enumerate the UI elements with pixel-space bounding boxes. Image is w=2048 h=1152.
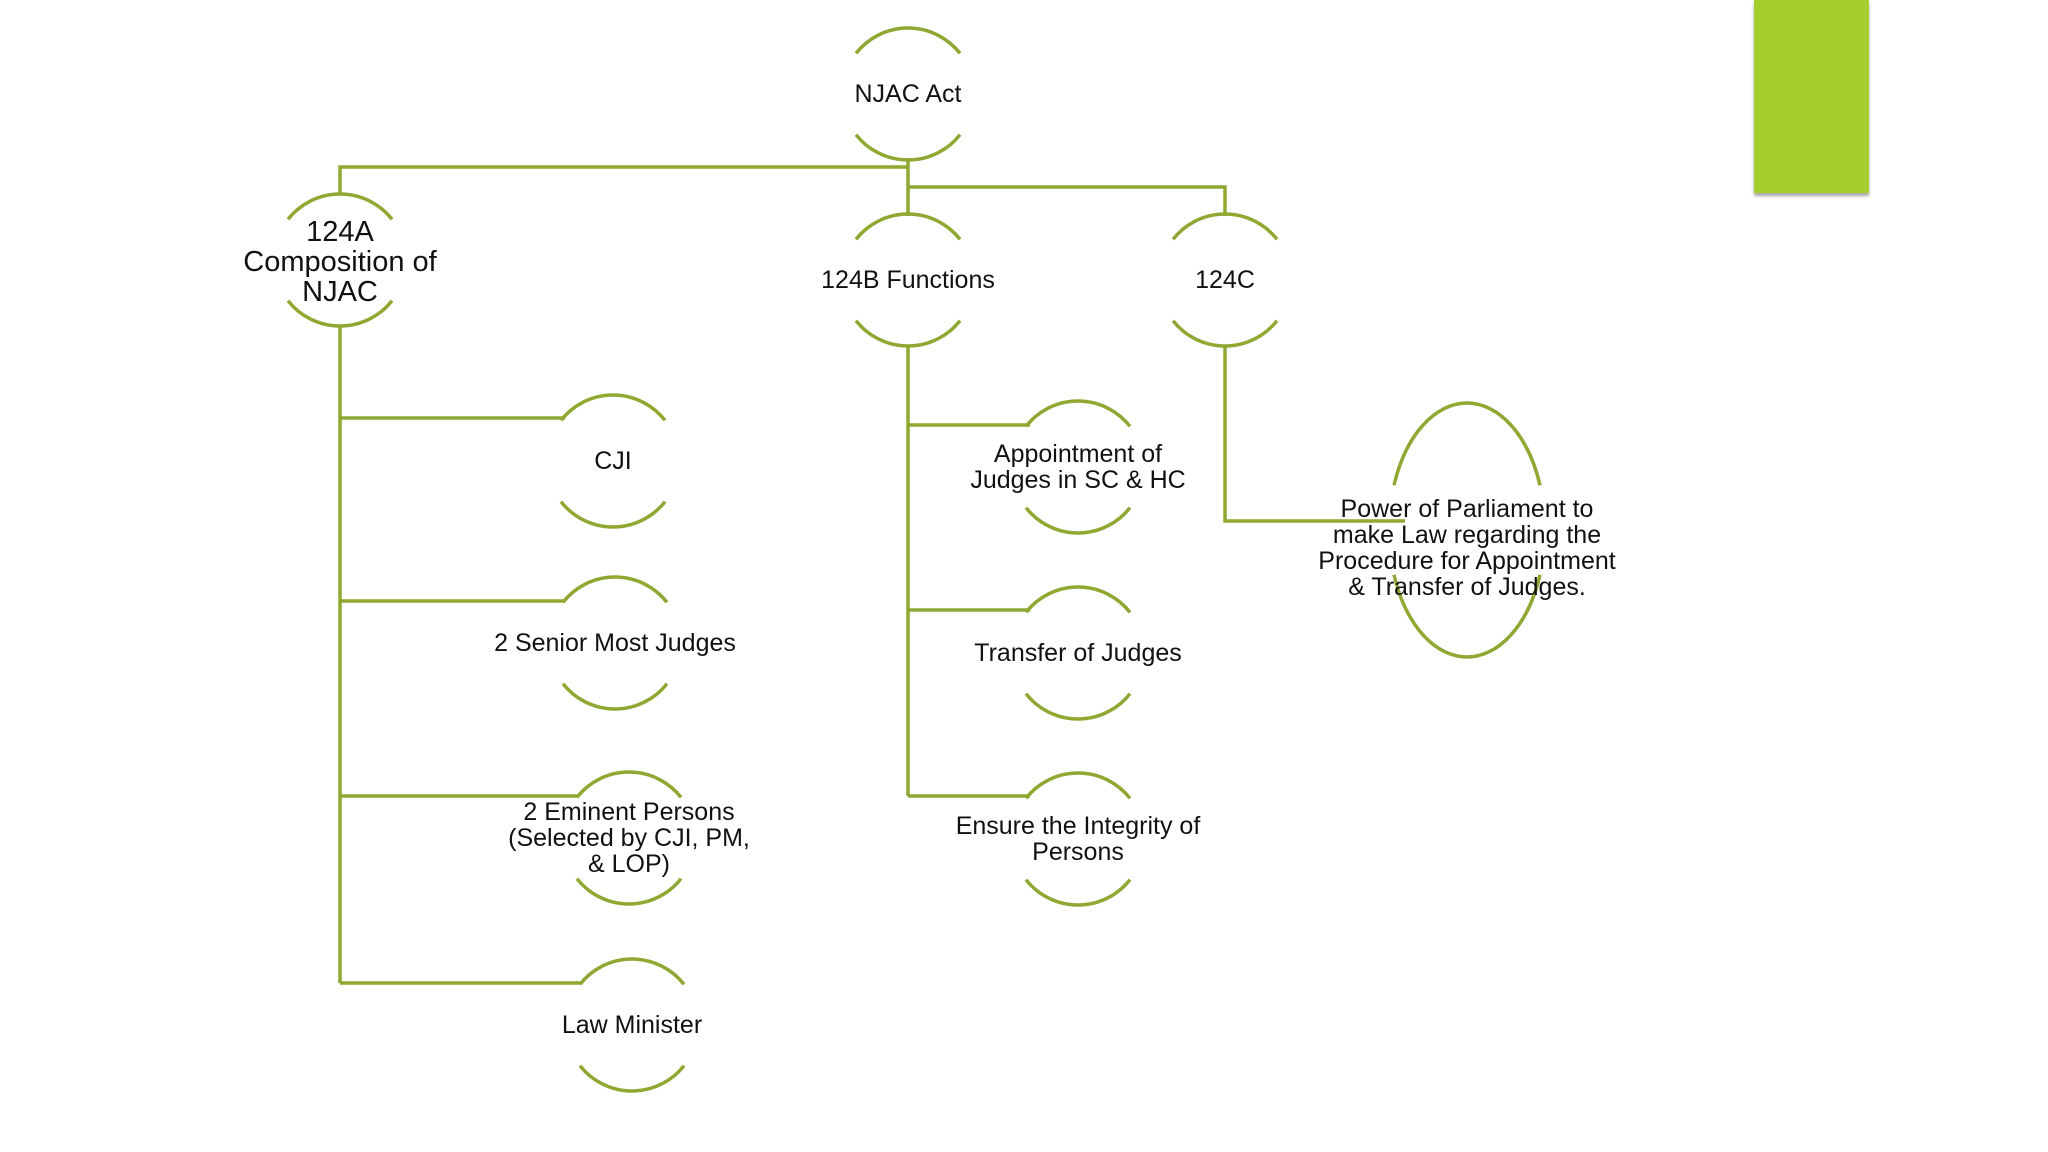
arc-cji-top-arc bbox=[559, 393, 667, 422]
arc-power-of-parliament-bottom-arc bbox=[1392, 574, 1542, 659]
arc-transfer-bottom-arc bbox=[1024, 692, 1132, 721]
node-senior-judges: 2 Senior Most Judges bbox=[494, 629, 736, 657]
arc-njac-act-top-arc bbox=[854, 26, 962, 55]
node-arcs bbox=[286, 26, 1542, 1093]
arc-124b-bottom-arc bbox=[854, 319, 962, 348]
connector-root-to-124c bbox=[908, 185, 1227, 216]
arc-transfer-top-arc bbox=[1024, 585, 1132, 614]
node-njac-act: NJAC Act bbox=[854, 80, 962, 108]
arc-law-minister-bottom-arc bbox=[578, 1064, 686, 1093]
arc-power-of-parliament-top-arc bbox=[1392, 401, 1542, 486]
connector-124c-power bbox=[1223, 345, 1405, 523]
arc-integrity-top-arc bbox=[1024, 771, 1132, 800]
arc-cji-bottom-arc bbox=[559, 500, 667, 529]
node-power-of-parliament: Power of Parliament to make Law regardin… bbox=[1318, 495, 1616, 601]
arc-124b-top-arc bbox=[854, 212, 962, 241]
arc-124a-top-arc bbox=[286, 192, 394, 221]
node-124b: 124B Functions bbox=[821, 266, 995, 294]
arc-124c-bottom-arc bbox=[1171, 319, 1279, 348]
node-124a: 124A Composition of NJAC bbox=[243, 216, 437, 308]
node-transfer: Transfer of Judges bbox=[974, 639, 1182, 667]
connectors bbox=[338, 158, 1405, 985]
arc-senior-judges-top-arc bbox=[561, 575, 669, 604]
arc-njac-act-bottom-arc bbox=[854, 133, 962, 162]
node-eminent-persons: 2 Eminent Persons (Selected by CJI, PM, … bbox=[508, 798, 750, 878]
node-integrity: Ensure the Integrity of Persons bbox=[955, 812, 1201, 866]
accent-block bbox=[1754, 0, 1869, 193]
node-cji: CJI bbox=[594, 447, 632, 475]
arc-124c-top-arc bbox=[1171, 212, 1279, 241]
arc-appointment-bottom-arc bbox=[1024, 506, 1132, 535]
node-law-minister: Law Minister bbox=[561, 1011, 703, 1039]
arc-law-minister-top-arc bbox=[578, 957, 686, 986]
arc-senior-judges-bottom-arc bbox=[561, 682, 669, 711]
arc-eminent-persons-bottom-arc bbox=[575, 877, 683, 906]
arc-appointment-top-arc bbox=[1024, 399, 1132, 428]
node-124c: 124C bbox=[1195, 266, 1255, 294]
arc-eminent-persons-top-arc bbox=[575, 770, 683, 799]
connector-root-to-124a bbox=[338, 165, 908, 194]
arc-integrity-bottom-arc bbox=[1024, 878, 1132, 907]
node-appointment: Appointment of Judges in SC & HC bbox=[970, 440, 1186, 494]
arc-124a-bottom-arc bbox=[286, 299, 394, 328]
